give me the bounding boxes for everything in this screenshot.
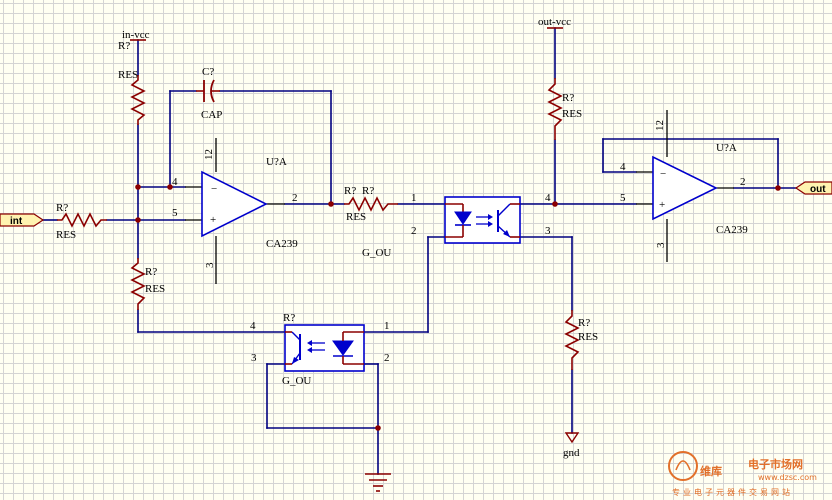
port-out-vcc[interactable]: out-vcc [538, 16, 571, 29]
pin-number: 4 [172, 176, 178, 188]
junctions [135, 184, 781, 431]
resistor-designator: R? [118, 40, 130, 52]
pin-number: 2 [384, 352, 390, 364]
opto-bottom-value: G_OU [282, 375, 311, 387]
output-port-shape [794, 181, 832, 195]
resistor-out-top[interactable]: R? RES [547, 78, 582, 140]
capacitor[interactable]: C? CAP [196, 66, 222, 121]
junction-dot [167, 184, 173, 190]
opamp-right-minus: − [660, 168, 666, 180]
pin-number: 5 [620, 192, 626, 204]
opamp-left-part: CA239 [266, 238, 298, 250]
watermark-slogan: 专业电子元器件交易网站 [672, 487, 793, 497]
pin-number: 2 [411, 225, 417, 237]
resistor-designator: R? [145, 266, 157, 278]
earth-ground-icon[interactable] [365, 473, 391, 492]
junction-dot [375, 425, 381, 431]
optocoupler-bottom[interactable]: 4 1 3 2 R? G_OU [250, 312, 390, 387]
input-port-shape [0, 213, 45, 227]
gnd-symbol[interactable]: gnd [563, 432, 580, 459]
resistor-top-left[interactable]: R? RES [118, 40, 146, 125]
opamp-right-designator: U?A [716, 142, 737, 154]
wires [42, 27, 797, 475]
junction-dot [135, 217, 141, 223]
input-port-label: int [10, 216, 23, 227]
port-in-vcc[interactable]: in-vcc [122, 29, 150, 41]
port-output[interactable]: out [794, 181, 832, 195]
pin-number: 12 [654, 120, 666, 131]
opamp-right-plus: + [659, 199, 665, 211]
output-port-label: out [810, 184, 826, 195]
opamp-left[interactable]: − + 4 5 2 12 3 U?A CA239 [172, 138, 298, 284]
watermark: 维库 电子市场网 www.dzsc.com 专业电子元器件交易网站 [668, 451, 817, 497]
watermark-logo-icon [668, 451, 698, 481]
opamp-left-triangle [201, 170, 268, 238]
watermark-brand: 维库 [700, 464, 722, 478]
pin-number: 1 [411, 192, 417, 204]
pin-number: 3 [204, 262, 216, 268]
pin-number: 1 [384, 320, 390, 332]
opto-bottom-designator: R? [283, 312, 295, 324]
gnd-arrow-icon [564, 432, 580, 444]
pin-number: 4 [545, 192, 551, 204]
junction-dot [135, 184, 141, 190]
out-vcc-label: out-vcc [538, 16, 571, 28]
resistor-value: RES [118, 69, 138, 81]
resistor-series[interactable]: R? R? RES [344, 185, 398, 223]
watermark-sub: 电子市场网 [748, 457, 803, 471]
pin-number: 3 [655, 242, 667, 248]
pin-number: 12 [203, 149, 215, 160]
opamp-left-minus: − [211, 183, 217, 195]
resistor-value: RES [56, 229, 76, 241]
pin-number: 3 [251, 352, 257, 364]
optocoupler-top[interactable]: 1 2 3 4 G_OU [362, 192, 551, 259]
resistor-out-bottom[interactable]: R? RES [564, 310, 598, 370]
junction-dot [775, 185, 781, 191]
opamp-right-part: CA239 [716, 224, 748, 236]
opto-top-value: G_OU [362, 247, 391, 259]
opamp-left-plus: + [210, 214, 216, 226]
pin-number: 3 [545, 225, 551, 237]
resistor-value: RES [145, 283, 165, 295]
opamp-right-triangle [652, 155, 718, 221]
opamp-left-designator: U?A [266, 156, 287, 168]
in-vcc-label: in-vcc [122, 29, 150, 41]
resistor-designator: R? [344, 185, 356, 197]
resistor-value: RES [562, 108, 582, 120]
resistor-designator: R? [56, 202, 68, 214]
resistor-mid-left[interactable]: R? RES [130, 258, 165, 310]
gnd-label: gnd [563, 447, 580, 459]
pin-number: 2 [740, 176, 746, 188]
resistor-designator: R? [562, 92, 574, 104]
resistor-designator-extra: R? [362, 185, 374, 197]
led-icon [454, 211, 472, 225]
capacitor-value: CAP [201, 109, 222, 121]
resistor-designator: R? [578, 317, 590, 329]
resistor-input[interactable]: R? RES [56, 202, 107, 241]
port-input[interactable]: int [0, 213, 45, 227]
opamp-right[interactable]: − + 4 5 2 12 3 U?A CA239 [620, 110, 748, 262]
watermark-url: www.dzsc.com [758, 473, 817, 482]
pin-number: 4 [250, 320, 256, 332]
resistor-value: RES [578, 331, 598, 343]
junction-dot [328, 201, 334, 207]
capacitor-designator: C? [202, 66, 214, 78]
junction-dot [552, 201, 558, 207]
pin-number: 4 [620, 161, 626, 173]
pin-number: 2 [292, 192, 298, 204]
resistor-value: RES [346, 211, 366, 223]
pin-number: 5 [172, 207, 178, 219]
